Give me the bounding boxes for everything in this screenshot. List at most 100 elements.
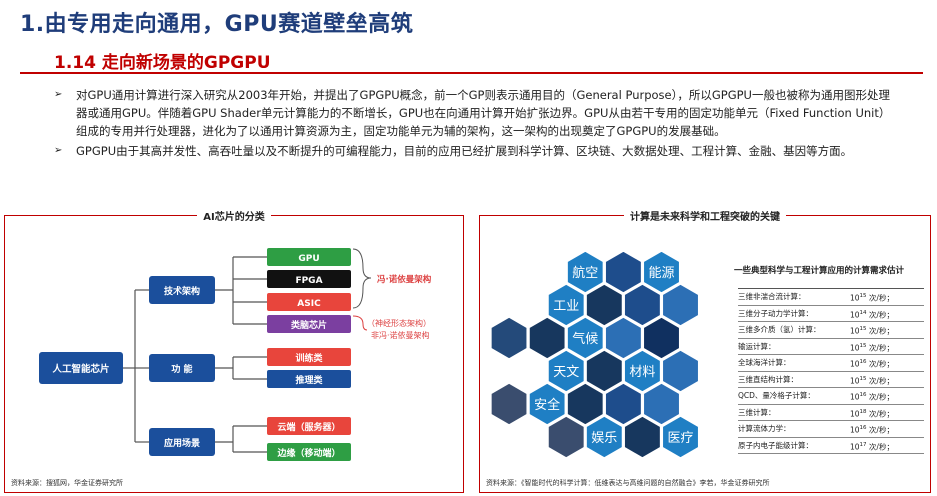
bullet-item: ➢ 对GPU通用计算进行深入研究从2003年开始，并提出了GPGPU概念，前一个… [54, 86, 890, 140]
row-exponent: 16 [859, 392, 867, 398]
hex-label: 能源 [648, 266, 674, 281]
group-label-tech: 技术架构 [164, 285, 200, 297]
row-base: 10 [850, 409, 860, 418]
table-row: 三维直结构计算： 1015 次/秒； [738, 372, 924, 388]
row-unit: 次/秒； [866, 409, 894, 418]
row-base: 10 [850, 293, 860, 303]
note-von-neumann: 冯·诺依曼架构 [377, 274, 432, 285]
row-value: 1015 次/秒； [850, 372, 924, 388]
hex-image-cell [604, 316, 643, 360]
left-source-note: 资料来源：搜狐网，华金证券研究所 [11, 479, 123, 487]
row-name: 原子内电子能级计算： [738, 440, 813, 450]
compute-demand-table: 三维非湍合流计算：1015 次/秒；三维分子动力学计算：1014 次/秒；三维多… [738, 288, 924, 454]
bullet-item: ➢ GPGPU由于其高并发性、高吞吐量以及不断提升的可编程能力，目前的应用已经扩… [54, 142, 890, 160]
row-unit: 次/秒； [866, 359, 894, 369]
row-exponent: 17 [859, 441, 867, 448]
row-base: 10 [850, 310, 860, 319]
page-title: 1.由专用走向通用，GPU赛道壁垒高筑 [20, 12, 414, 37]
table-title: 一些典型科学与工程计算应用的计算需求估计 [733, 266, 904, 276]
row-base: 10 [850, 442, 860, 451]
row-unit: 次/秒； [866, 343, 894, 352]
root-node [39, 352, 123, 384]
hex-image-cell [547, 415, 586, 459]
func-item-inference-label: 推理类 [295, 374, 323, 386]
table-row: 原子内电子能级计算： 1017 次/秒； [738, 438, 924, 454]
hex-label-cell [623, 349, 662, 393]
hex-image-cell [661, 349, 700, 393]
row-name: 三维直结构计算： [738, 374, 798, 384]
row-base: 10 [850, 425, 860, 435]
row-exponent: 15 [859, 342, 867, 349]
row-name: 全球海洋计算： [738, 358, 791, 367]
hex-label-cell [566, 250, 605, 294]
row-value: 1016 次/秒； [850, 355, 924, 371]
func-item-inference [267, 370, 351, 388]
row-base: 10 [850, 359, 860, 369]
row-value: 1015 次/秒； [850, 339, 924, 355]
tech-item-gpu-label: GPU [298, 254, 319, 264]
tech-item-asic-label: ASIC [297, 299, 321, 309]
table-row: 三维多介质（氢）计算： 1015 次/秒； [738, 322, 924, 339]
application-hex-grid: 航空能源工业气候天文材料安全娱乐医疗 [490, 250, 700, 459]
row-value: 1016 次/秒； [850, 421, 924, 437]
group-label-func: 功 能 [171, 363, 192, 375]
hex-image-cell [661, 283, 700, 327]
root-label: 人工智能芯片 [52, 363, 109, 375]
row-name: 三维多介质（氢）计算： [738, 325, 821, 334]
row-exponent: 15 [859, 375, 867, 382]
tech-item-asic [267, 293, 351, 311]
hex-label-cell [661, 415, 700, 459]
row-value: 1018 次/秒； [850, 405, 924, 421]
tech-item-gpu [267, 248, 351, 266]
table-row: 全球海洋计算： 1016 次/秒； [738, 355, 924, 372]
row-value: 1016 次/秒； [850, 388, 924, 404]
row-name: 三维计算： [738, 407, 776, 417]
hex-label: 工业 [553, 299, 579, 314]
compute-panel: 计算是未来科学和工程突破的关键 航空能源工业气候天文材料安全娱乐医疗 一些典型科… [479, 212, 931, 493]
table-row: QCD、量冷格子计算：1016 次/秒； [738, 388, 924, 405]
tech-item-fpga-label: FPGA [295, 276, 322, 286]
hex-label-cell [547, 283, 586, 327]
row-name: 三维非湍合流计算： [738, 292, 806, 301]
hex-image-cell [604, 382, 643, 426]
func-item-training [267, 348, 351, 366]
hex-image-cell [623, 283, 662, 327]
row-exponent: 14 [859, 309, 867, 316]
row-exponent: 15 [859, 326, 867, 332]
app-item-cloud [267, 417, 351, 435]
tech-item-brain [267, 315, 351, 333]
hex-label-cell [642, 250, 681, 294]
hex-label-cell [528, 382, 567, 426]
note-non-von-neumann: 非冯·诺依曼架构 [371, 330, 430, 340]
bullet-text: 对GPU通用计算进行深入研究从2003年开始，并提出了GPGPU概念，前一个GP… [76, 88, 890, 138]
row-value: 1015 次/秒； [850, 322, 924, 338]
bullet-text: GPGPU由于其高并发性、高吞吐量以及不断提升的可编程能力，目前的应用已经扩展到… [76, 144, 853, 158]
tech-item-fpga [267, 270, 351, 288]
hex-image-cell [490, 382, 528, 426]
func-item-training-label: 训练类 [295, 352, 323, 364]
hex-image-cell [642, 316, 681, 360]
table-row: 三维分子动力学计算： 1014 次/秒； [738, 306, 924, 322]
app-item-edge-label: 边缘（移动端） [276, 447, 340, 459]
right-source-note: 资料来源：《智能时代的科学计算：低维表达与高维问题的自然融合》李若，华金证券研究… [486, 479, 770, 487]
arrow-bullet-icon: ➢ [54, 89, 63, 100]
row-unit: 次/秒； [866, 442, 894, 451]
hex-image-cell [566, 382, 605, 426]
row-unit: 次/秒； [866, 326, 894, 336]
row-unit: 次/秒； [866, 310, 894, 319]
row-name: 计算流体力学： [738, 424, 791, 433]
row-unit: 次/秒； [866, 392, 894, 402]
tech-item-brain-label: 类脑芯片 [291, 319, 327, 331]
row-unit: 次/秒； [866, 293, 894, 303]
group-label-app: 应用场景 [164, 437, 200, 449]
row-name: 三维分子动力学计算： [738, 308, 813, 318]
hex-label-cell [566, 316, 605, 360]
hex-label-cell [585, 415, 624, 459]
hex-label: 材料 [629, 365, 655, 380]
nonvn-bracket [352, 315, 368, 331]
bullet-list: ➢ 对GPU通用计算进行深入研究从2003年开始，并提出了GPGPU概念，前一个… [54, 86, 890, 162]
hex-label: 天文 [553, 365, 579, 380]
row-value: 1017 次/秒； [850, 438, 924, 454]
row-exponent: 15 [859, 293, 867, 299]
ai-chip-panel: AI芯片的分类 [4, 212, 464, 493]
